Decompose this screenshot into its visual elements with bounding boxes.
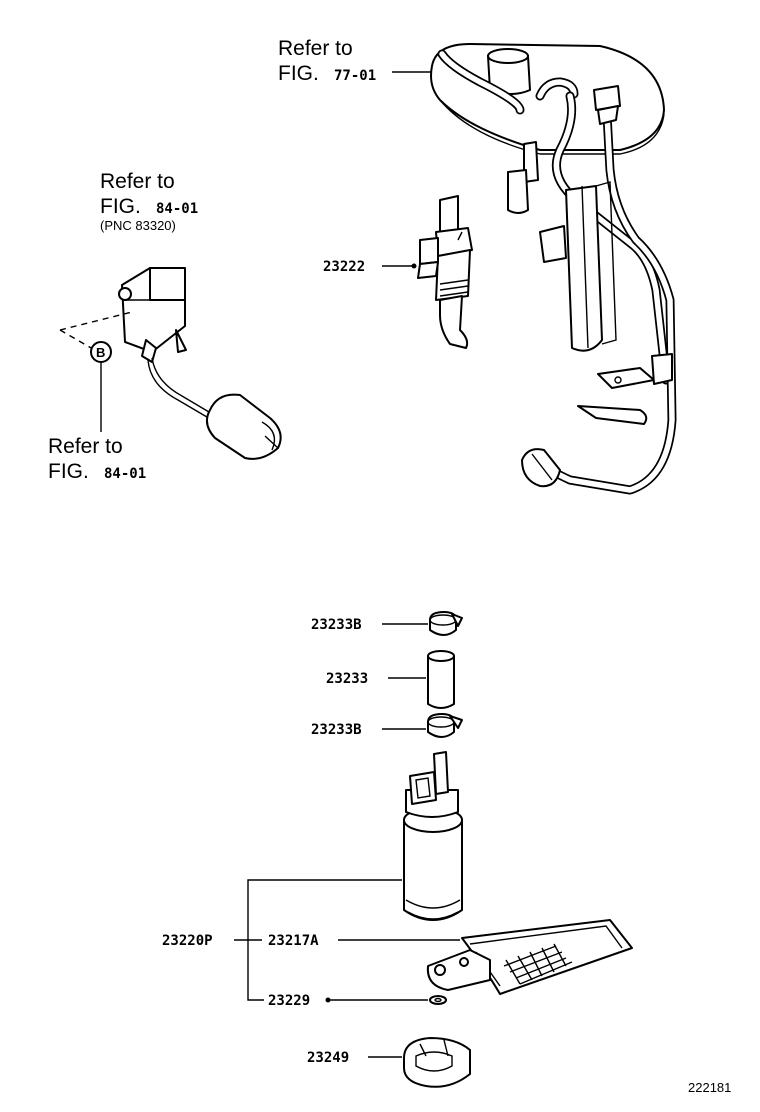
fuel-pump-illustration	[403, 751, 463, 921]
part-number-23233B-bottom[interactable]: 23233B	[311, 722, 426, 738]
part-number-label: 23229	[268, 993, 310, 1009]
pump-cushion-illustration	[403, 1037, 471, 1088]
reference-fig-word: FIG.	[100, 195, 141, 218]
fuel-hose-illustration	[427, 650, 455, 709]
washer-illustration	[429, 995, 447, 1005]
hose-clamp-bottom-illustration	[427, 713, 463, 738]
part-number-label: 23233	[326, 671, 368, 687]
reference-text-line1: Refer to	[48, 435, 123, 458]
part-number-label: 23249	[307, 1050, 349, 1066]
part-number-23233B-top[interactable]: 23233B	[311, 617, 428, 633]
reference-pnc-note: (PNC 83320)	[100, 218, 176, 233]
part-number-23220P[interactable]: 23220P	[162, 879, 402, 1001]
part-leader-dot	[411, 263, 417, 269]
part-number-label: 23222	[323, 259, 365, 275]
reference-fig-84-01-bottom[interactable]: Refer to FIG. 84-01	[48, 435, 146, 483]
part-number-label: 23233B	[311, 722, 362, 738]
part-number-23229[interactable]: 23229	[268, 993, 428, 1009]
part-number-23233[interactable]: 23233	[326, 671, 426, 687]
check-valve-illustration	[417, 195, 473, 349]
part-number-23222[interactable]: 23222	[323, 259, 417, 275]
part-number-23249[interactable]: 23249	[307, 1050, 402, 1066]
part-number-23217A[interactable]: 23217A	[268, 933, 460, 949]
part-number-label: 23217A	[268, 933, 319, 949]
part-number-label: 23233B	[311, 617, 362, 633]
diagram-id: 222181	[688, 1080, 731, 1095]
fuel-sender-gauge-illustration	[59, 267, 282, 460]
fuel-pump-bracket-assembly-illustration	[430, 43, 677, 495]
reference-fig-number: 77-01	[334, 68, 376, 84]
reference-text-line1: Refer to	[278, 37, 353, 60]
reference-fig-word: FIG.	[48, 460, 89, 483]
reference-fig-word: FIG.	[278, 62, 319, 85]
fuel-strainer-illustration	[426, 919, 633, 995]
reference-text-line1: Refer to	[100, 170, 175, 193]
reference-fig-77-01[interactable]: Refer to FIG. 77-01	[278, 37, 440, 85]
part-leader-dot	[325, 997, 331, 1003]
reference-fig-number: 84-01	[156, 201, 198, 217]
reference-fig-number: 84-01	[104, 466, 146, 482]
reference-fig-84-01-top[interactable]: Refer to FIG. 84-01 (PNC 83320)	[100, 170, 198, 233]
connector-marker-b[interactable]: B	[90, 341, 112, 432]
marker-letter: B	[96, 345, 105, 360]
part-number-label: 23220P	[162, 933, 213, 949]
hose-clamp-top-illustration	[429, 611, 463, 636]
